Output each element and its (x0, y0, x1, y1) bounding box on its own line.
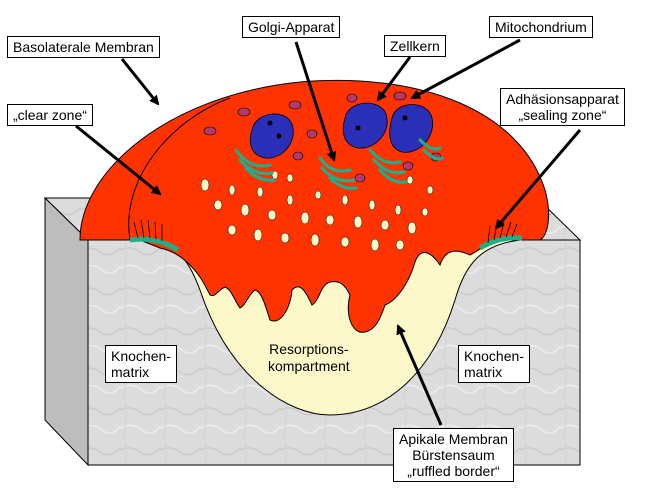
label-nucleus: Zellkern (384, 35, 446, 57)
label-bone-matrix-left: Knochen- matrix (105, 345, 177, 383)
label-bone-matrix-left-line1: Knochen- (111, 348, 171, 364)
label-bone-matrix-left-line2: matrix (111, 364, 171, 380)
label-apical-membrane: Apikale Membran Bürstensaum „ruffled bor… (393, 428, 514, 482)
label-sealing-zone-line2: „sealing zone“ (506, 107, 619, 123)
label-bone-matrix-right: Knochen- matrix (458, 345, 530, 383)
label-basolateral-membrane: Basolaterale Membran (7, 36, 160, 58)
label-apical-line1: Apikale Membran (399, 431, 508, 447)
label-bone-matrix-right-line1: Knochen- (464, 348, 524, 364)
label-sealing-zone: Adhäsionsapparat „sealing zone“ (500, 88, 625, 126)
label-golgi-apparatus: Golgi-Apparat (242, 16, 340, 38)
label-resorption-compartment: Resorptions- kompartment (268, 341, 350, 375)
label-resorption-line2: kompartment (268, 358, 350, 375)
label-apical-line3: „ruffled border“ (399, 463, 508, 479)
label-bone-matrix-right-line2: matrix (464, 364, 524, 380)
label-apical-line2: Bürstensaum (399, 447, 508, 463)
label-clear-zone: „clear zone“ (7, 104, 93, 126)
label-resorption-line1: Resorptions- (268, 341, 350, 358)
label-mitochondrium: Mitochondrium (489, 16, 593, 38)
label-sealing-zone-line1: Adhäsionsapparat (506, 91, 619, 107)
